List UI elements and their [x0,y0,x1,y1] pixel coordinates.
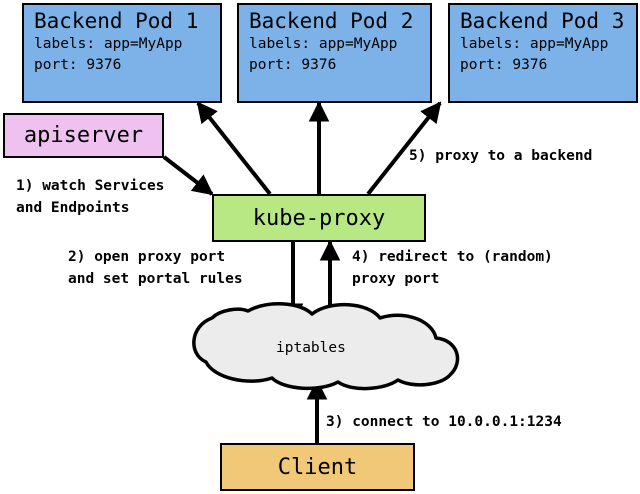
annotation-step-5: 5) proxy to a backend [409,148,593,164]
annotation-step-2-line-2: and set portal rules [68,271,243,287]
client-box[interactable]: Client [220,443,415,491]
annotation-step-3: 3) connect to 10.0.0.1:1234 [326,414,562,430]
backend-pod-1-labels: labels: app=MyApp [34,36,183,52]
apiserver-label: apiserver [23,123,144,148]
annotation-step-4-line-1: 4) redirect to (random) [352,249,553,265]
client-label: Client [277,454,358,480]
annotation-step-1-line-1: 1) watch Services [16,178,165,194]
backend-pod-2-title: Backend Pod 2 [249,9,414,33]
kube-proxy-label: kube-proxy [252,205,386,231]
backend-pod-3-title: Backend Pod 3 [460,9,625,33]
backend-pod-2-box[interactable]: Backend Pod 2 labels: app=MyApp port: 93… [237,3,432,103]
backend-pod-2-labels: labels: app=MyApp [249,36,398,52]
backend-pod-3-box[interactable]: Backend Pod 3 labels: app=MyApp port: 93… [448,3,638,103]
backend-pod-3-port: port: 9376 [460,57,548,73]
backend-pod-1-title: Backend Pod 1 [34,9,199,33]
kube-proxy-box[interactable]: kube-proxy [212,194,426,242]
edge-kubeproxy-to-pod1 [196,101,272,196]
annotation-step-1-line-2: and Endpoints [16,200,130,216]
annotation-step-2-line-1: 2) open proxy port [68,249,226,265]
backend-pod-1-box[interactable]: Backend Pod 1 labels: app=MyApp port: 93… [22,3,222,103]
backend-pod-1-port: port: 9376 [34,57,122,73]
backend-pod-3-labels: labels: app=MyApp [460,36,609,52]
annotation-step-4-line-2: proxy port [352,271,440,287]
edge-apiserver-to-kubeproxy [162,155,214,196]
backend-pod-2-port: port: 9376 [249,57,337,73]
iptables-label: iptables [276,340,346,356]
apiserver-box[interactable]: apiserver [3,113,164,158]
